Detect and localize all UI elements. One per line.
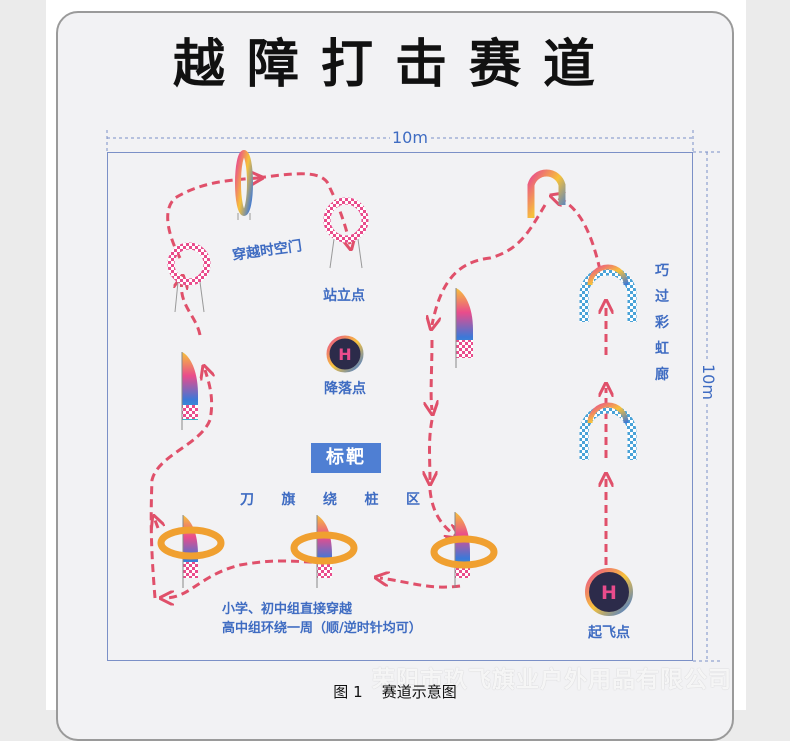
track-map: H H xyxy=(106,130,720,662)
rule-line-1: 小学、初中组直接穿越 xyxy=(222,602,353,617)
rainbow-arch-upper xyxy=(579,264,637,322)
flag-slalom-char-1: 刀 xyxy=(240,492,254,508)
route-middle xyxy=(430,204,547,535)
flag-slalom-char-3: 绕 xyxy=(323,492,337,508)
track-field xyxy=(107,152,693,661)
landing-point-label: 降落点 xyxy=(324,381,366,397)
watermark: 荣阳市玖飞旗业户外用品有限公司 xyxy=(372,667,732,693)
height-dimension-label: 10m xyxy=(699,362,718,402)
takeoff-pad: H xyxy=(585,568,633,616)
figure-caption: 图 1 赛道示意图 xyxy=(0,681,790,702)
figure-number: 图 1 xyxy=(333,683,363,701)
flag-slalom-char-2: 旗 xyxy=(281,492,296,508)
slalom-flag-1 xyxy=(157,515,225,588)
portal-ring-top xyxy=(235,150,253,220)
landing-pad-symbol: H xyxy=(338,345,351,364)
flag-slalom-char-4: 桩 xyxy=(364,492,379,508)
rainbow-char-1: 巧 xyxy=(655,263,669,279)
feather-flag-left xyxy=(181,352,198,430)
flag-slalom-label: 刀 旗 绕 桩 区 xyxy=(240,489,420,509)
flag-slalom-char-5: 区 xyxy=(406,492,420,508)
rainbow-char-2: 过 xyxy=(655,289,669,305)
rainbow-label: 巧 过 彩 虹 廊 xyxy=(654,258,670,388)
route-left xyxy=(151,174,461,598)
rainbow-char-5: 廊 xyxy=(655,367,669,383)
stand-point-label: 站立点 xyxy=(323,288,365,304)
rainbow-char-4: 虹 xyxy=(655,341,669,357)
page-title: 越障打击赛道 xyxy=(172,35,617,95)
portal-ring-right xyxy=(323,197,369,269)
slalom-flag-2 xyxy=(290,515,358,588)
slalom-flag-3 xyxy=(430,512,498,588)
rainbow-arch-lower xyxy=(579,402,637,460)
takeoff-point-label: 起飞点 xyxy=(588,625,630,641)
portal-ring-left xyxy=(167,242,211,313)
figure-caption-text: 赛道示意图 xyxy=(381,683,457,701)
arch-top xyxy=(527,169,566,218)
landing-pad: H xyxy=(326,335,364,373)
rule-line-2: 高中组环绕一周（顺/逆时针均可） xyxy=(222,621,422,636)
feather-flag-center xyxy=(455,288,473,368)
takeoff-pad-symbol: H xyxy=(601,582,617,604)
dimension-right xyxy=(693,151,720,662)
target-badge: 标靶 xyxy=(311,443,381,473)
width-dimension-label: 10m xyxy=(390,128,430,147)
dimension-top xyxy=(106,130,694,152)
route-right xyxy=(555,197,606,565)
rainbow-char-3: 彩 xyxy=(655,315,669,331)
